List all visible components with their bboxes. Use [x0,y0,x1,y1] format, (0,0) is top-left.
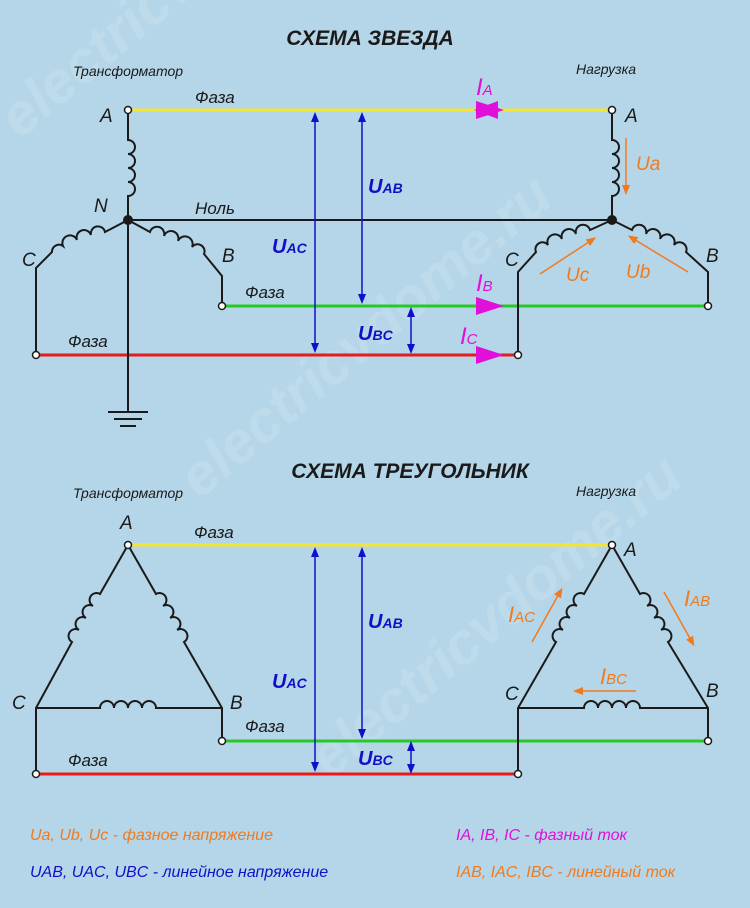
star-current-b-arrowhead [476,297,504,315]
delta-transformer-winding-ac [35,544,129,774]
star-node-c-right: C [505,250,519,271]
star-load-neutral-node [607,215,617,225]
delta-voltage-ab-label: UAB [368,611,403,633]
star-load-label: Нагрузка [576,61,636,77]
star-phase-ua-label: Ua [636,154,660,175]
star-load-winding-a [611,110,620,220]
delta-voltage-bc-label: UBC [358,748,394,770]
star-phase-ub-arrow [627,235,689,273]
delta-node-a-left: A [119,513,133,534]
star-node-a-left: A [99,106,113,127]
star-load-winding-c [517,219,613,355]
star-node-a-right: A [624,106,638,127]
delta-load-winding-bc [518,700,708,709]
delta-node-c-right: C [505,684,519,705]
star-terminals [31,105,713,360]
star-current-c-label: IC [460,323,478,350]
star-node-b-right: B [706,246,719,267]
star-neutral-node [123,215,133,225]
delta-load-winding-ab [611,544,709,741]
star-neutral-label: Ноль [195,199,235,218]
delta-wire-b-label: Фаза [245,717,285,736]
delta-wire-c-label: Фаза [68,751,108,770]
delta-transformer-label: Трансформатор [73,485,183,501]
delta-current-ab-label: IAB [684,586,710,611]
delta-current-ac-label: IAC [508,602,535,627]
star-node-b-left: B [222,246,235,267]
star-wire-a-label: Фаза [195,88,235,107]
delta-load-label: Нагрузка [576,483,636,499]
legend-line-voltage: UAB, UAC, UBC - линейное напряжение [30,864,328,881]
star-load-winding-b [611,219,709,306]
star-transformer-winding-a [127,110,136,220]
delta-node-a-right: A [623,540,637,561]
star-voltage-ab-label: UAB [368,176,403,198]
star-transformer-winding-b [127,219,223,306]
delta-transformer-winding-ab [127,544,223,741]
legend-line-current: IAB, IAC, IBC - линейный ток [456,864,677,881]
watermark: electricvdome.ru [0,0,384,150]
star-node-c-left: C [22,250,36,271]
legend-phase-voltage: Ua, Ub, Uc - фазное напряжение [30,827,273,844]
star-node-n: N [94,196,108,217]
star-title: СХЕМА ЗВЕЗДА [286,27,454,50]
delta-node-b-left: B [230,693,243,714]
delta-load-winding-ac [517,544,613,774]
delta-voltage-ac-label: UAC [272,671,308,693]
delta-current-bc-label: IBC [600,664,627,689]
star-phase-uc-label: Uc [566,265,590,286]
delta-node-c-left: C [12,693,26,714]
star-current-c-arrowhead [476,346,504,364]
star-wire-c-label: Фаза [68,332,108,351]
legend-phase-current: IA, IB, IC - фазный ток [456,827,629,844]
ground-icon [108,411,148,427]
delta-terminals [31,540,713,779]
star-voltage-bc-label: UBC [358,323,394,345]
star-current-a-arrowhead [476,101,504,119]
star-phase-uc-arrow [539,237,597,275]
star-current-a-label: IA [476,74,493,101]
star-voltage-ac-label: UAC [272,236,308,258]
delta-current-ab-arrow [663,591,695,647]
star-phase-ub-label: Ub [626,262,650,283]
delta-title: СХЕМА ТРЕУГОЛЬНИК [291,460,531,483]
delta-wire-a-label: Фаза [194,523,234,542]
star-wire-b-label: Фаза [245,283,285,302]
star-transformer-winding-c [35,219,129,355]
star-current-b-label: IB [476,270,493,297]
delta-transformer-winding-bc [36,700,222,709]
delta-current-ac-arrow [531,587,563,643]
star-transformer-label: Трансформатор [73,63,183,79]
delta-node-b-right: B [706,681,719,702]
